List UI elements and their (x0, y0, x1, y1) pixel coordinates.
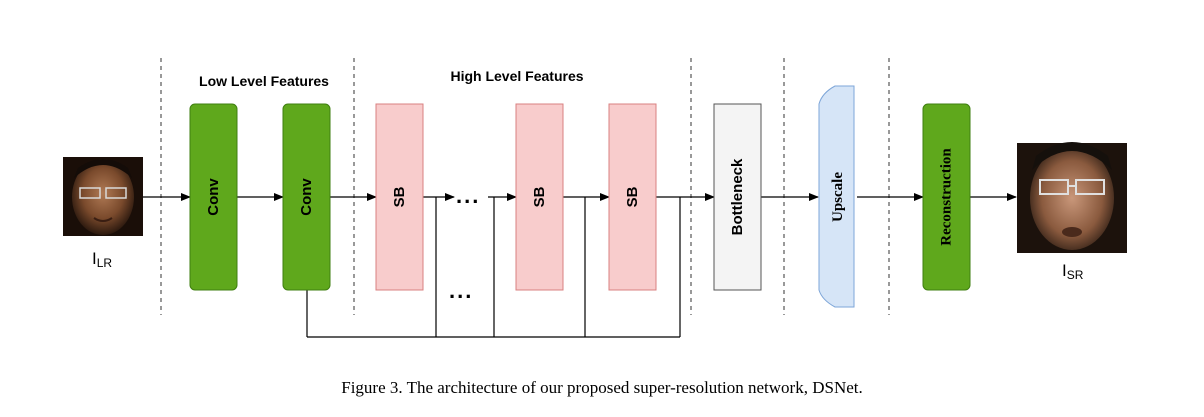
sb-block-3: SB (608, 103, 657, 291)
conv-block-2-label: Conv (298, 178, 315, 216)
output-label: ISR (1062, 261, 1084, 282)
high-level-features-heading: High Level Features (450, 68, 583, 84)
sb-block-2: SB (515, 103, 564, 291)
sb-block-1: SB (375, 103, 424, 291)
skip-connections (306, 197, 681, 338)
figure-caption: Figure 3. The architecture of our propos… (341, 378, 863, 397)
reconstruction-label: Reconstruction (939, 148, 955, 246)
input-image (63, 157, 143, 236)
upscale-block: Upscale (818, 85, 855, 308)
bottleneck-block: Bottleneck (713, 103, 762, 291)
skip-path-ellipsis: ... (449, 278, 473, 303)
sb-block-2-label: SB (531, 186, 548, 207)
sb-block-3-label: SB (624, 186, 641, 207)
sb-block-1-label: SB (391, 186, 408, 207)
main-path-ellipsis: ... (456, 183, 480, 208)
output-image (1017, 142, 1127, 253)
reconstruction-block: Reconstruction (922, 103, 971, 291)
upscale-label: Upscale (830, 172, 846, 222)
conv-block-1-label: Conv (205, 178, 222, 216)
bottleneck-label: Bottleneck (729, 158, 746, 235)
conv-block-1: Conv (189, 103, 238, 291)
section-separators (160, 58, 890, 315)
input-label: ILR (92, 249, 112, 270)
low-level-features-heading: Low Level Features (199, 73, 329, 89)
conv-block-2: Conv (282, 103, 331, 291)
